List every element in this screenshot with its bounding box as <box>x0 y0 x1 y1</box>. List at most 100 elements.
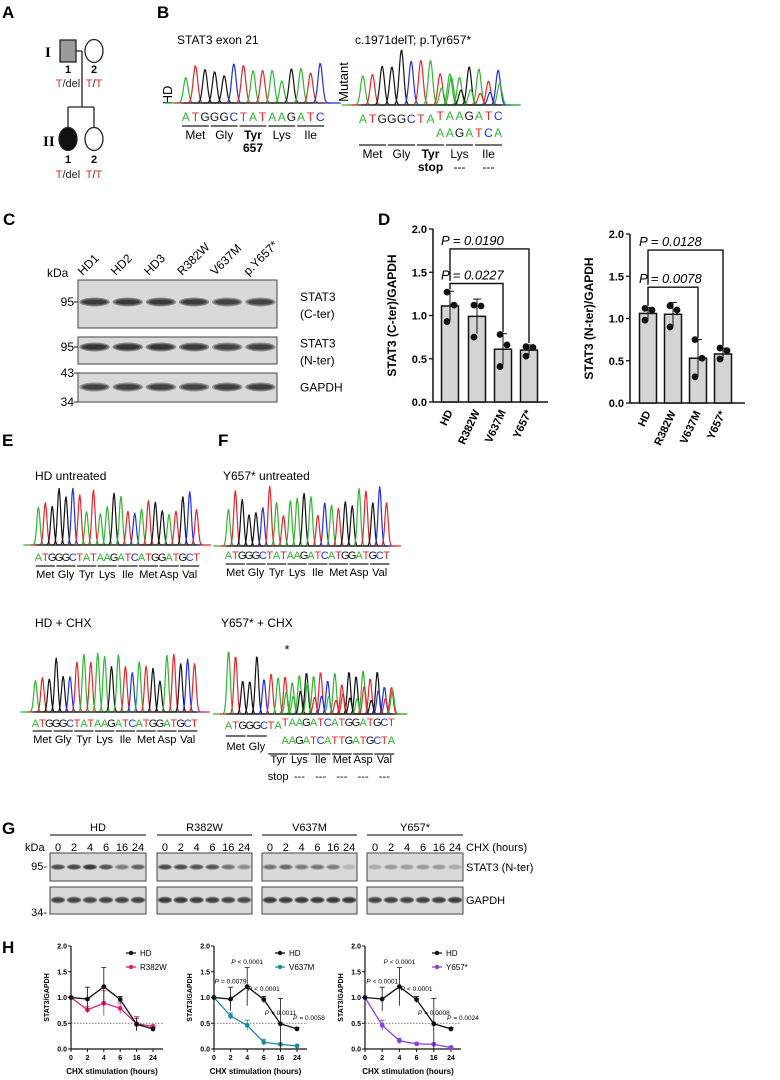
protein-band <box>115 864 129 870</box>
y-tick-label: 0.5 <box>57 1021 67 1028</box>
x-tick-label: Y657* <box>511 408 535 441</box>
amino-acid-label: Tyr <box>244 128 262 142</box>
y-tick-label: 1.0 <box>351 995 361 1002</box>
base-letter: A <box>138 552 146 564</box>
time-label: 24 <box>449 842 461 854</box>
protein-band <box>245 382 276 392</box>
data-point <box>666 302 674 310</box>
stat3-blot <box>261 852 358 882</box>
protein-band <box>433 865 445 869</box>
protein-band <box>264 865 276 869</box>
data-point <box>294 1026 300 1032</box>
protein-band <box>220 896 236 904</box>
secondary-base-letter: C <box>373 735 381 747</box>
individual-number: 2 <box>91 154 97 166</box>
protein-band <box>326 897 340 903</box>
amino-acid-label: Ile <box>304 128 317 142</box>
allele-separator: / <box>62 169 66 181</box>
protein-band <box>189 896 204 904</box>
protein-band <box>182 384 206 390</box>
amino-acid-label: Met <box>329 567 347 579</box>
amino-acid-label: Met <box>139 569 157 581</box>
protein-band <box>246 383 274 391</box>
data-point <box>379 996 385 1002</box>
y-tick-label: 1.0 <box>57 995 67 1002</box>
base-letter: G <box>156 718 165 730</box>
data-point <box>414 997 419 1002</box>
protein-band <box>67 897 81 903</box>
base-letter: T <box>388 717 395 729</box>
protein-band <box>367 896 383 904</box>
amino-acid-label: Lys <box>273 128 291 142</box>
base-letter: A <box>80 718 88 730</box>
time-label: 24 <box>238 842 250 854</box>
y-tick-label: 1.5 <box>609 271 624 283</box>
protein-band <box>158 864 172 870</box>
protein-band <box>173 864 188 870</box>
protein-band <box>52 898 64 902</box>
generation-label: II <box>43 134 55 150</box>
protein-band <box>130 864 146 870</box>
protein-band <box>416 897 430 903</box>
protein-band <box>157 864 173 870</box>
secondary-base-letter: C <box>317 735 325 747</box>
amino-acid-label: Met <box>33 734 51 746</box>
sample-label: Mutant <box>336 62 351 102</box>
base-letter: T <box>143 718 150 730</box>
data-point <box>211 995 217 1000</box>
p-value-label: P< 0.0001 <box>248 986 280 993</box>
protein-band <box>384 897 398 903</box>
base-letter: G <box>59 718 68 730</box>
data-point <box>443 318 451 325</box>
blot-membrane <box>77 279 278 329</box>
amino-acid-label: Ile <box>120 734 132 746</box>
protein-band <box>84 898 96 902</box>
blot-label: (N-ter) <box>300 354 335 368</box>
x-tick-label: 2 <box>85 1055 89 1062</box>
stat3-blot <box>49 852 147 882</box>
data-point <box>648 306 656 314</box>
base-letter: G <box>369 550 378 562</box>
protein-band <box>449 865 461 869</box>
p-value-text: P = 0.0190 <box>441 233 505 248</box>
amino-acid-label: Tyr <box>76 734 92 746</box>
base-letter: A <box>307 550 315 562</box>
male-carrier-symbol <box>59 39 77 63</box>
protein-band <box>82 344 107 350</box>
p-value-text: < 0.0001 <box>407 986 433 993</box>
data-point <box>101 984 107 990</box>
protein-band <box>190 864 203 870</box>
amino-acid-label: Val <box>180 734 195 746</box>
allele-2: del <box>66 169 81 181</box>
protein-band <box>238 865 250 869</box>
y-axis-label: STAT3 (C-ter)/GAPDH <box>385 254 399 376</box>
chromatogram-trace <box>164 62 341 104</box>
time-label: 2 <box>178 842 184 854</box>
p-value-label: P< 0.0001 <box>231 959 263 966</box>
protein-band <box>280 898 292 902</box>
base-letter: C <box>259 550 267 562</box>
protein-band <box>312 865 323 869</box>
base-letter: T <box>145 552 152 564</box>
legend-marker <box>277 950 283 956</box>
base-letter: A <box>359 717 367 729</box>
protein-band <box>83 897 97 903</box>
base-letter: G <box>176 718 185 730</box>
protein-band <box>401 865 413 869</box>
data-point <box>134 1021 140 1027</box>
stat3-blot <box>156 852 253 882</box>
y-tick-label: 1.5 <box>200 969 210 976</box>
series-v637m <box>211 995 300 1049</box>
y-tick-label: 0.5 <box>351 1021 361 1028</box>
legend-label: V637M <box>289 963 315 972</box>
protein-band <box>180 298 208 306</box>
protein-band <box>98 864 114 870</box>
protein-band <box>385 865 397 869</box>
base-letter: T <box>39 718 46 730</box>
time-axis-label: CHX (hours) <box>466 842 527 854</box>
stat3-blot <box>366 852 464 882</box>
